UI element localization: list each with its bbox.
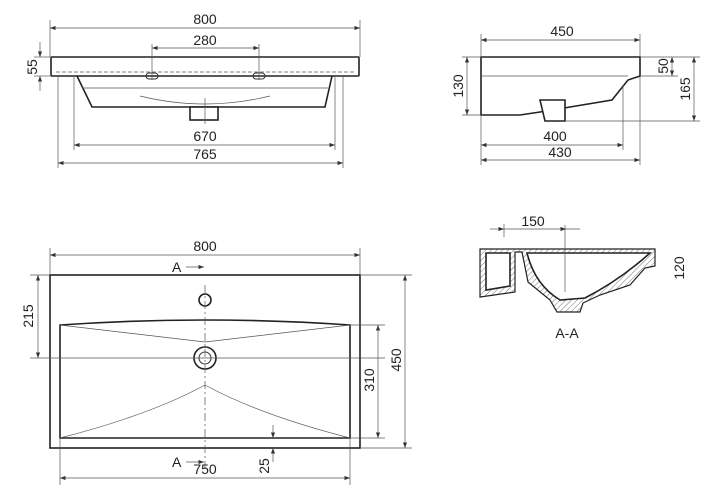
dim-tap-offset: 215 <box>20 304 36 328</box>
dim-drain-offset: 150 <box>521 213 545 229</box>
section-marker-bottom: A <box>172 454 182 470</box>
dim-tap-spacing: 280 <box>193 32 217 48</box>
dim-section-depth: 120 <box>671 256 687 280</box>
dim-slab-height: 55 <box>24 59 40 75</box>
section-view: 150 120 A-A <box>479 213 687 341</box>
dim-rim-height: 50 <box>655 58 671 74</box>
side-profile <box>480 56 641 116</box>
dim-front-bowl-width: 670 <box>193 128 217 144</box>
dim-plan-depth: 450 <box>388 348 404 372</box>
dim-front-margin: 25 <box>256 458 272 474</box>
front-slab <box>50 56 360 77</box>
front-bowl-body <box>76 75 333 108</box>
dim-plan-width: 800 <box>193 238 217 254</box>
dim-total-height: 165 <box>677 77 693 101</box>
dim-side-depth: 450 <box>550 23 574 39</box>
section-label: A-A <box>555 325 579 341</box>
side-view: 450 130 50 165 400 430 <box>450 23 700 165</box>
dim-front-width-total: 800 <box>193 11 217 27</box>
dim-plan-bowl-width: 750 <box>193 461 217 477</box>
dim-plan-bowl-length: 310 <box>361 368 377 392</box>
dim-front-base-width: 765 <box>193 146 217 162</box>
side-drain <box>538 99 566 122</box>
front-drain <box>189 106 219 121</box>
plan-view: 800 A A 215 310 450 25 750 <box>20 238 412 485</box>
section-marker-top: A <box>172 259 182 275</box>
dim-side-base-depth: 430 <box>548 144 572 160</box>
dim-side-bowl-depth: 400 <box>543 128 567 144</box>
dim-side-height: 130 <box>450 74 466 98</box>
section-inner <box>485 252 653 301</box>
front-view: 800 280 55 670 765 <box>24 11 361 168</box>
